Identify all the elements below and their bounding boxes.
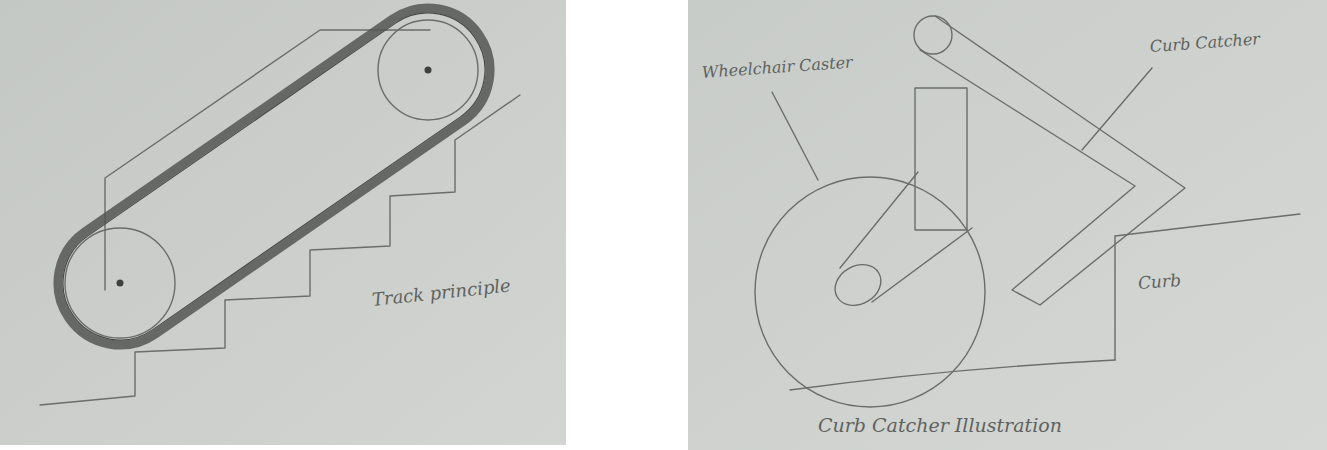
wheel-hub [828, 257, 889, 314]
caster-arm [840, 172, 972, 302]
part-label: Curb [1137, 271, 1181, 293]
caster-fork [915, 88, 967, 230]
axle-dot [425, 67, 432, 74]
track-wheel [65, 228, 175, 338]
track-wheel [378, 20, 478, 120]
paper-photo [688, 0, 1327, 450]
sketch-caption: Curb Catcher Illustration [818, 415, 1062, 436]
axle-dot [117, 280, 124, 287]
curb-outline [1115, 214, 1300, 360]
leader-line [1082, 68, 1152, 150]
leader-line [772, 92, 818, 180]
caster-wheel [755, 177, 985, 407]
ground-line [790, 360, 1115, 390]
curb-catcher-bar [920, 16, 1185, 305]
pivot-circle [914, 16, 952, 54]
paper-photo [0, 0, 566, 445]
